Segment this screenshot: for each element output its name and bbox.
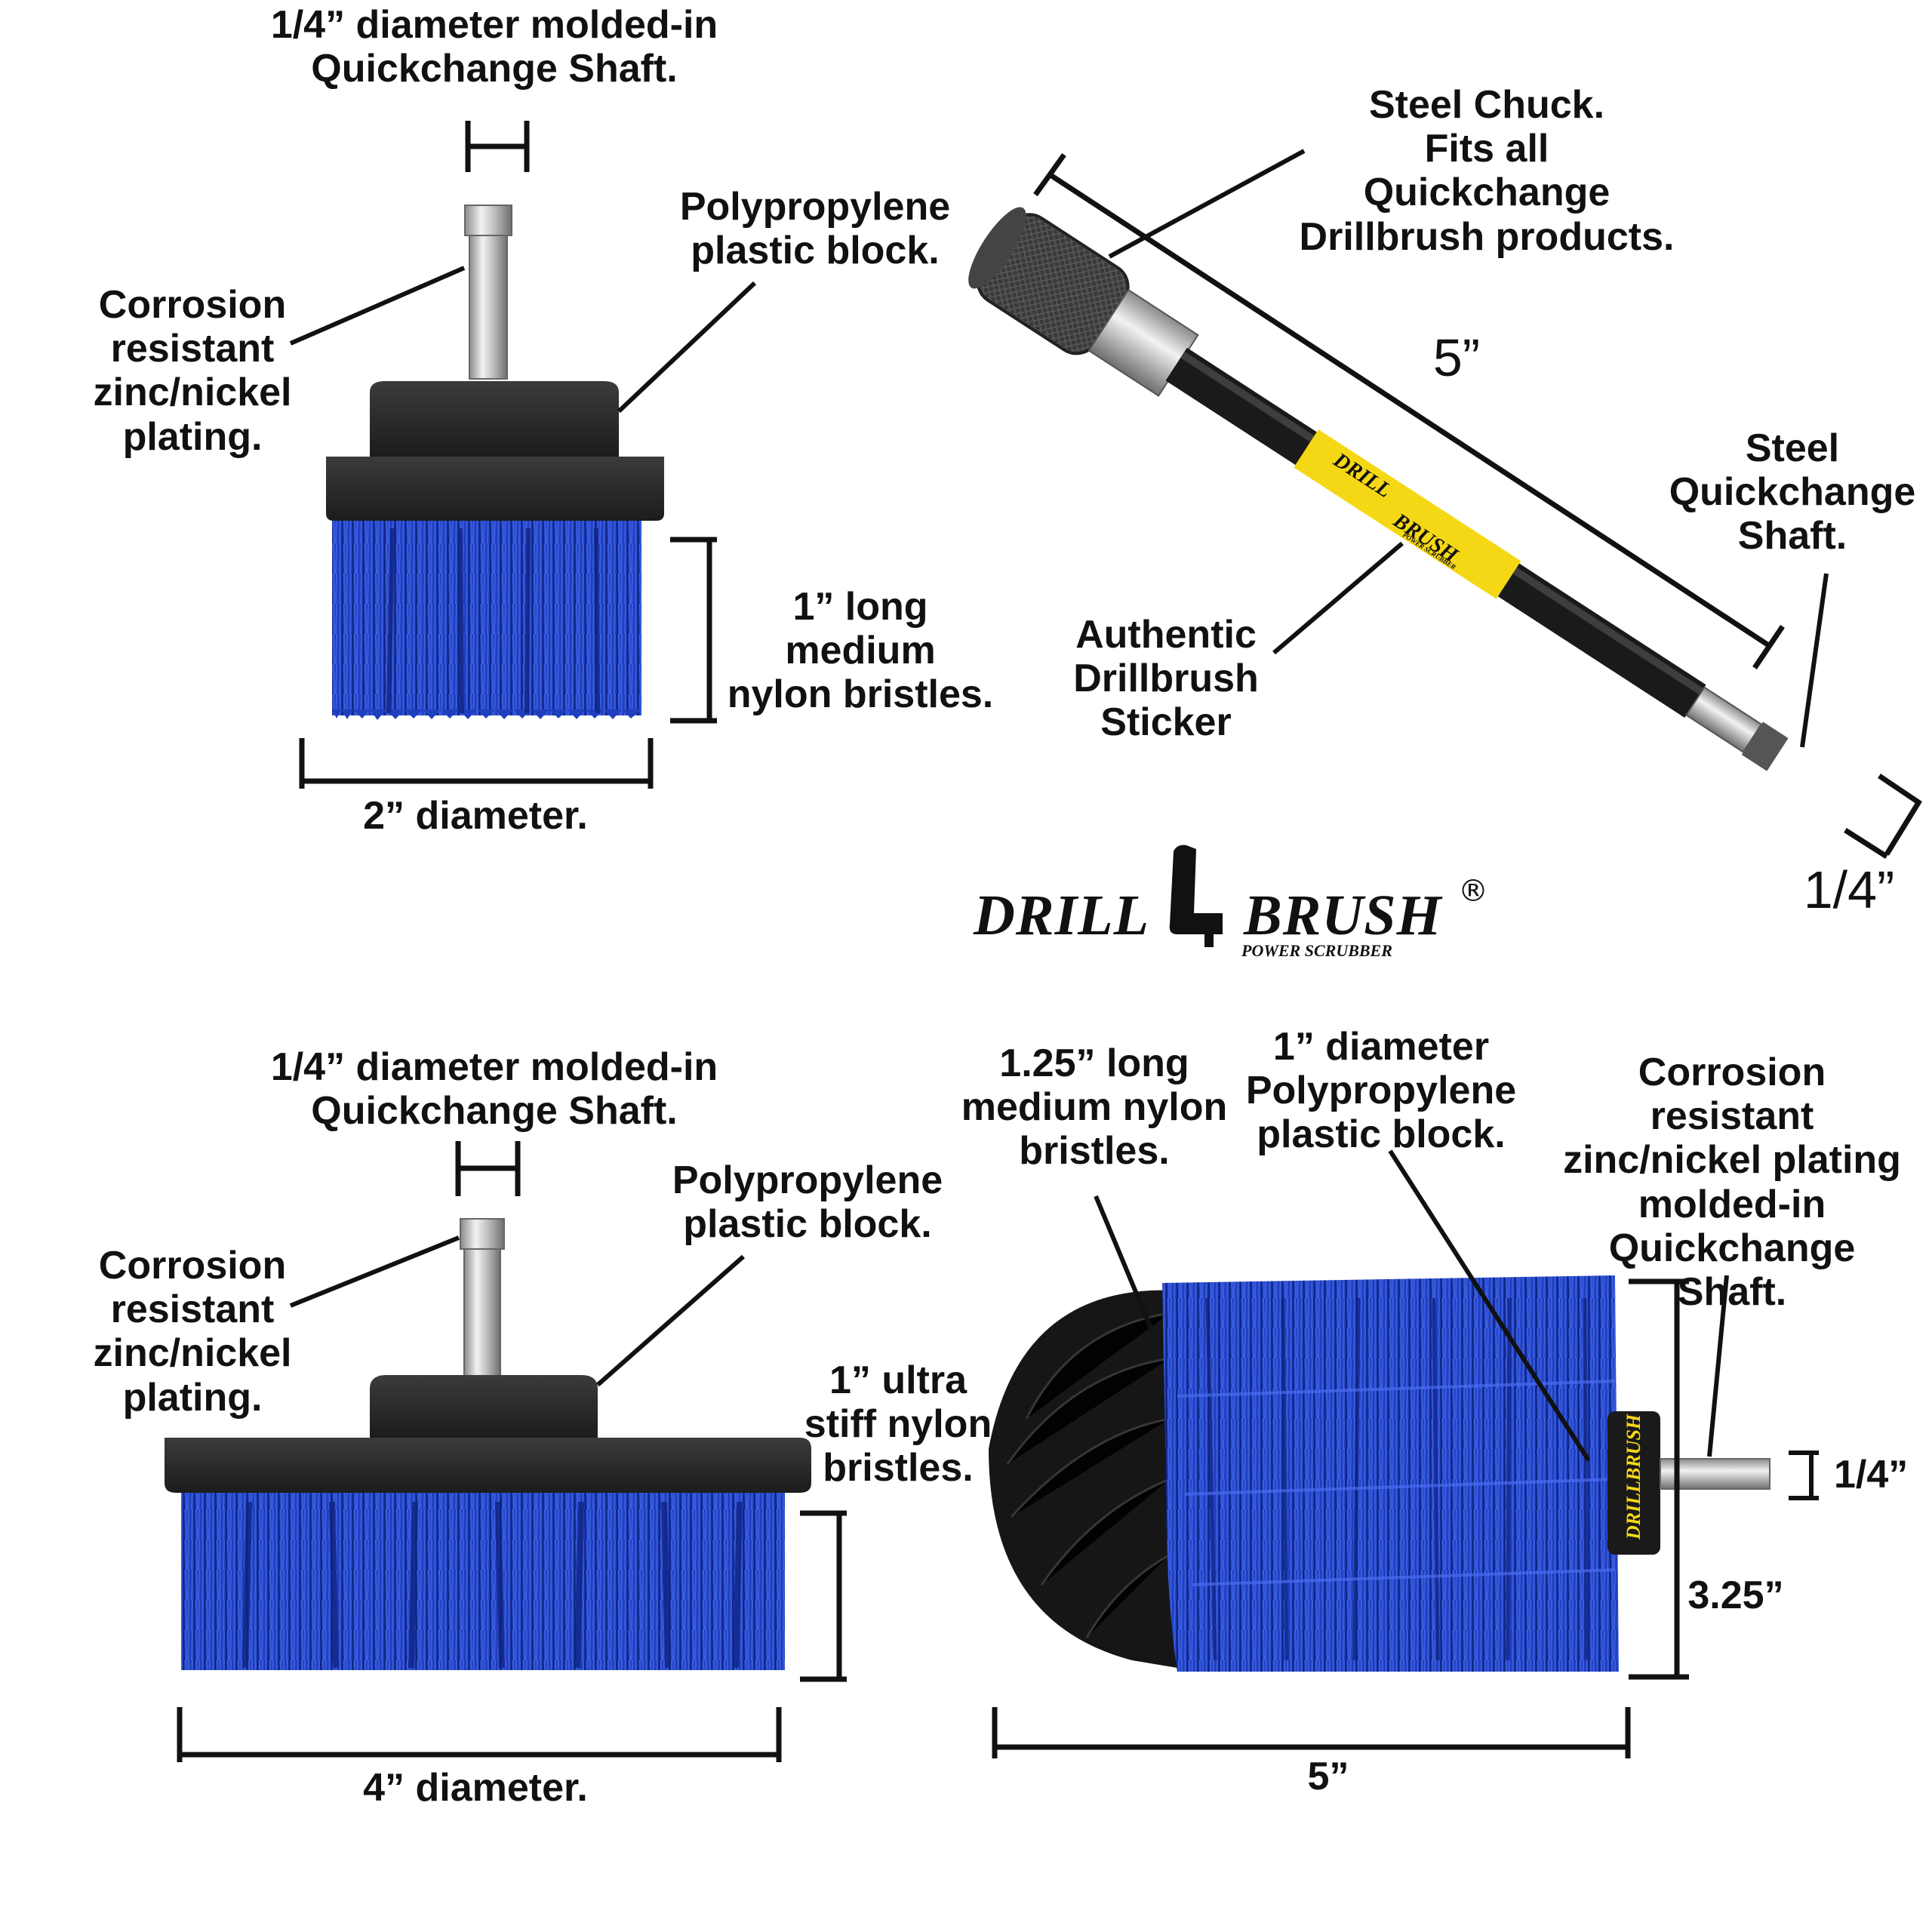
bottom-right-brush: DRILLBRUSH: [989, 1149, 1819, 1758]
logo-brush: BRUSH: [1244, 884, 1442, 947]
plating-leader: [289, 266, 466, 346]
height-marker: [1629, 1278, 1689, 1680]
bottom-left-block-label: Polypropylene plastic block.: [672, 1158, 943, 1247]
bottom-left-diameter-label: 4” diameter.: [363, 1766, 588, 1810]
extension-length-label: 5”: [1432, 328, 1481, 387]
bottom-right-tip-label: 1/4”: [1834, 1453, 1909, 1497]
top-left-plating-label: Corrosion resistant zinc/nickel plating.: [93, 283, 292, 459]
logo-tagline: POWER SCRUBBER: [1241, 941, 1392, 960]
cap-text: DRILLBRUSH: [1623, 1414, 1644, 1540]
drillbrush-sticker: [1294, 429, 1521, 599]
bottom-right-length-label: 5”: [1307, 1755, 1349, 1798]
tip-size-marker-2: [1789, 1451, 1819, 1500]
diameter-marker: [299, 738, 654, 789]
logo-registered: ®: [1458, 874, 1488, 909]
top-left-diameter-label: 2” diameter.: [363, 794, 588, 838]
top-left-brush: [289, 121, 757, 789]
plastic-block-2: [370, 1375, 598, 1438]
top-right-extension: DRILL BRUSH POWER SCRUBBER: [968, 149, 1922, 859]
plastic-block: [370, 381, 619, 457]
extension-tip-label: 1/4”: [1803, 860, 1895, 919]
top-left-shaft-title: 1/4” diameter molded-in Quickchange Shaf…: [270, 3, 718, 91]
sticker-label: Authentic Drillbrush Sticker: [1073, 613, 1259, 745]
drillbrush-logo: [1169, 844, 1223, 947]
bottom-left-brush: [165, 1141, 847, 1762]
bottom-right-block-label: 1” diameter Polypropylene plastic block.: [1245, 1025, 1517, 1157]
shaft-width-marker-2: [455, 1141, 521, 1196]
extension-shaft-label: Steel Quickchange Shaft.: [1669, 426, 1916, 558]
bristles: [332, 521, 641, 715]
length-marker: [1033, 152, 1785, 669]
chuck-leader: [1108, 149, 1306, 259]
bottom-right-height-label: 3.25”: [1687, 1574, 1784, 1617]
bottom-left-bristle-label: 1” ultra stiff nylon bristles.: [804, 1358, 992, 1491]
plating-leader-3: [1707, 1275, 1729, 1457]
bottom-left-shaft-title: 1/4” diameter molded-in Quickchange Shaf…: [270, 1045, 718, 1134]
shaft-width-marker: [465, 121, 530, 172]
bristles-2: [181, 1493, 785, 1670]
block-leader-3: [1388, 1149, 1591, 1462]
shaft-leader: [1800, 573, 1829, 748]
diameter-marker-2: [177, 1707, 782, 1762]
tip-size-marker: [1844, 774, 1922, 859]
logo-drill: DRILL: [974, 884, 1149, 947]
length-marker-2: [992, 1707, 1631, 1758]
bottom-right-bristle-label: 1.25” long medium nylon bristles.: [961, 1041, 1228, 1174]
black-bristle-tip: [989, 1290, 1177, 1668]
chuck-label: Steel Chuck. Fits all Quickchange Drillb…: [1299, 83, 1675, 259]
bristle-height-marker-2: [800, 1510, 847, 1682]
bristle-leader-3: [1094, 1195, 1153, 1330]
blue-cylinder-bristles: [1162, 1275, 1619, 1672]
end-cap: [1607, 1411, 1660, 1555]
drill-icon: [1169, 844, 1223, 934]
top-left-block-label: Polypropylene plastic block.: [679, 185, 951, 273]
block-leader-2: [596, 1254, 745, 1387]
plating-leader-2: [289, 1235, 460, 1308]
block-leader: [617, 281, 757, 414]
bottom-right-plating-label: Corrosion resistant zinc/nickel plating …: [1563, 1051, 1901, 1315]
sticker-leader: [1272, 541, 1404, 655]
bristle-height-marker: [670, 537, 717, 724]
bottom-left-plating-label: Corrosion resistant zinc/nickel plating.: [93, 1244, 292, 1420]
top-left-bristle-label: 1” long medium nylon bristles.: [727, 585, 994, 717]
